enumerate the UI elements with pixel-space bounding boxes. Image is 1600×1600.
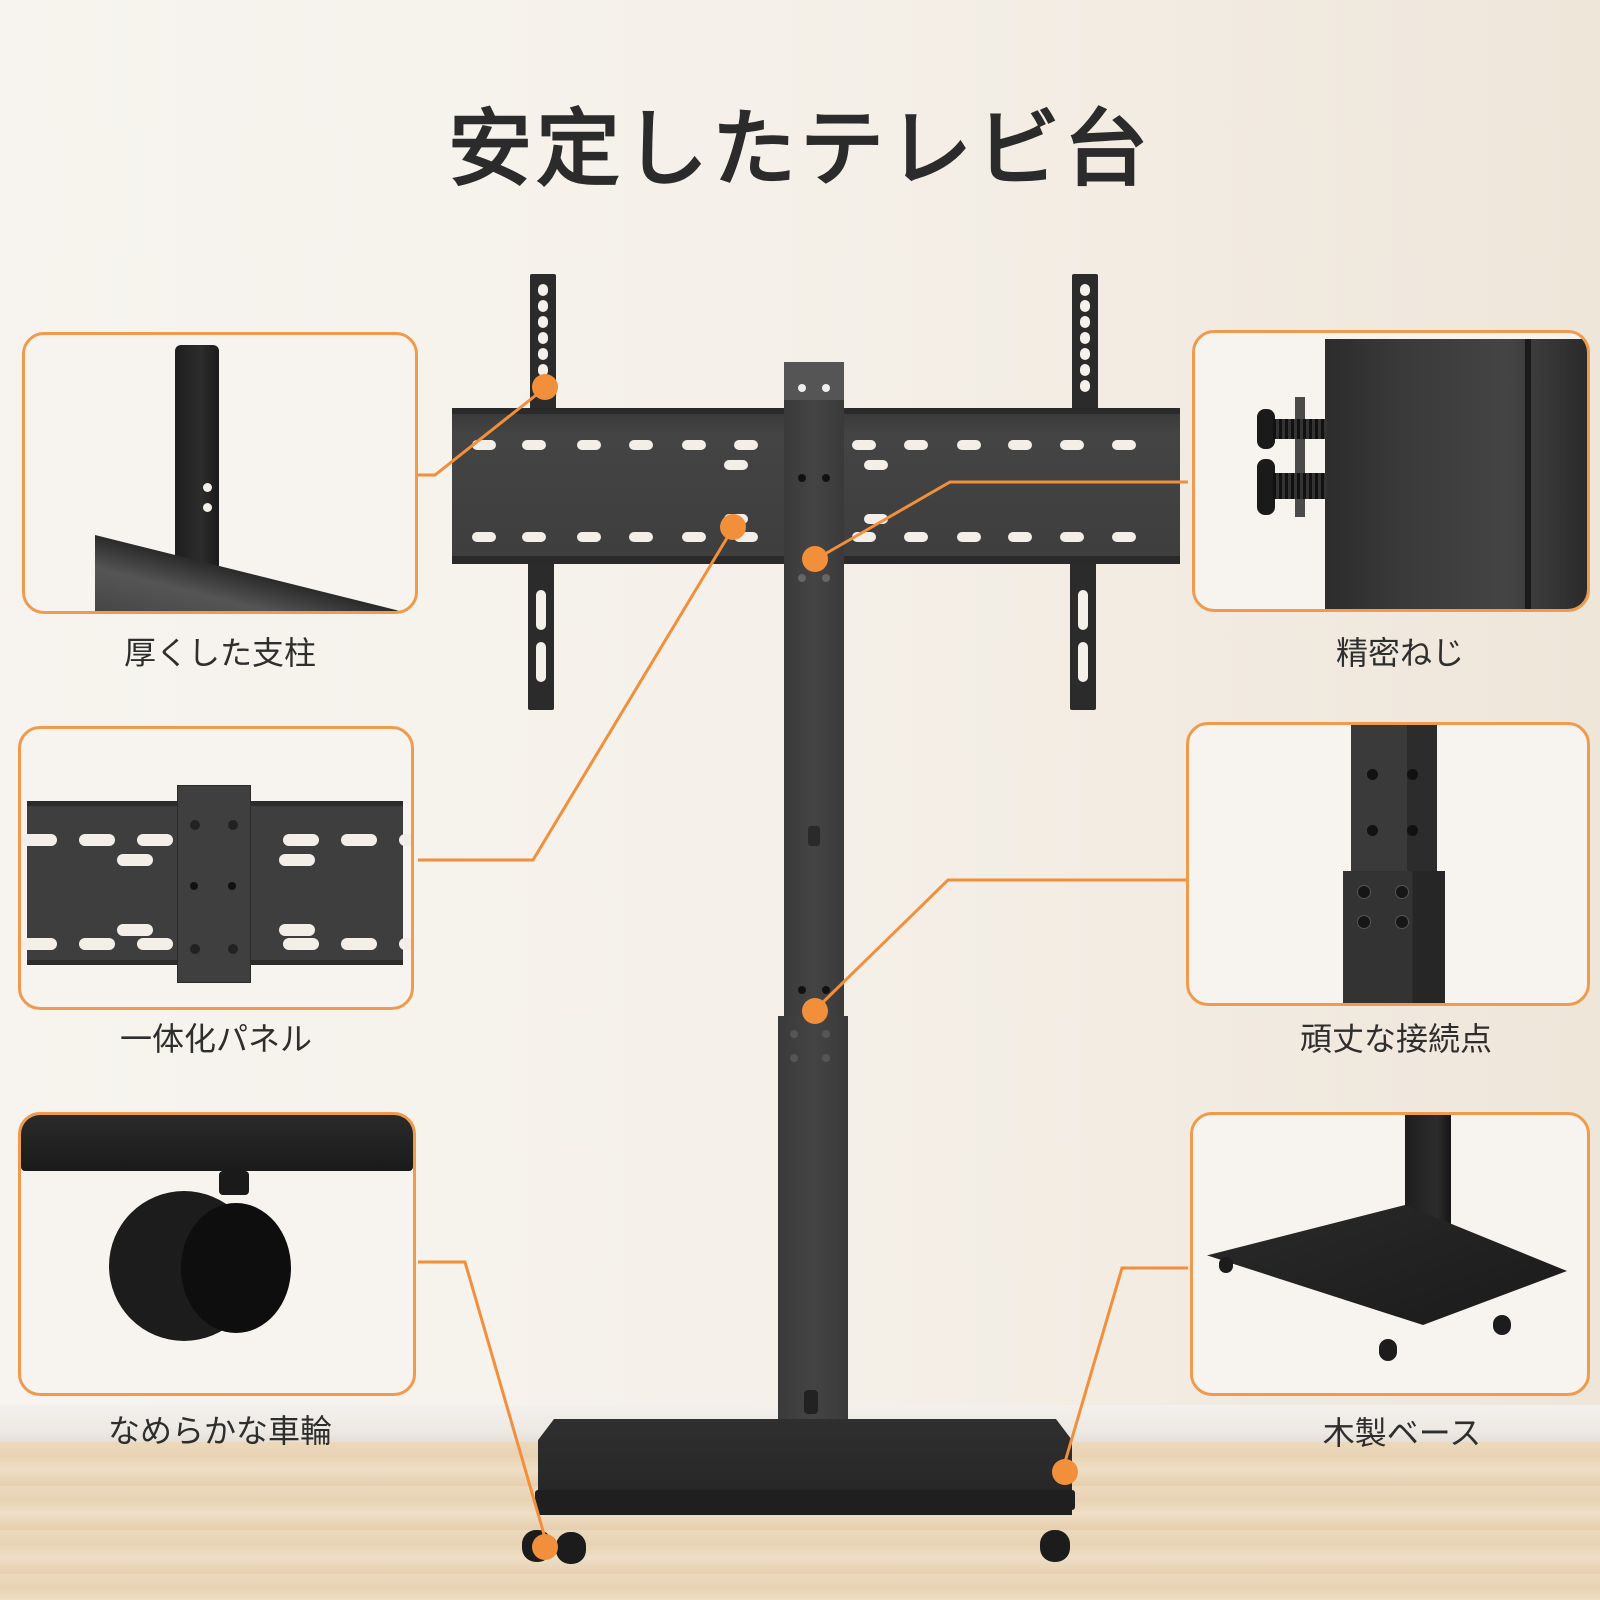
callout-card-thickened-post xyxy=(22,332,418,614)
column-lower xyxy=(778,1016,848,1466)
page-title: 安定したテレビ台 xyxy=(447,100,1152,198)
callout-label-wooden-base: 木製ベース xyxy=(1322,1414,1482,1452)
callout-marker-smooth-casters[interactable] xyxy=(532,1534,558,1560)
cable-clip xyxy=(804,1390,818,1414)
callout-card-wooden-base xyxy=(1190,1112,1590,1396)
column-upper xyxy=(784,362,844,1018)
callout-label-smooth-casters: なめらかな車輪 xyxy=(107,1412,332,1450)
callout-label-thickened-post: 厚くした支柱 xyxy=(123,634,316,672)
callout-label-precision-screws: 精密ねじ xyxy=(1335,634,1464,672)
bracket-right-lower xyxy=(1070,560,1096,710)
callout-marker-thickened-post[interactable] xyxy=(532,374,558,400)
cable-clip xyxy=(808,826,820,846)
callout-card-sturdy-joint xyxy=(1186,722,1590,1006)
callout-card-precision-screws xyxy=(1192,330,1590,612)
wooden-base-edge xyxy=(535,1490,1075,1510)
bracket-right-upper xyxy=(1072,274,1098,424)
callout-marker-precision-screws[interactable] xyxy=(802,546,828,572)
bracket-left-lower xyxy=(528,560,554,710)
bracket-left-upper xyxy=(530,274,556,424)
caster-wheel xyxy=(1040,1530,1070,1562)
callout-card-smooth-casters xyxy=(18,1112,416,1396)
callout-marker-wooden-base[interactable] xyxy=(1052,1459,1078,1485)
callout-label-sturdy-joint: 頑丈な接続点 xyxy=(1299,1020,1492,1058)
callout-label-integrated-panel: 一体化パネル xyxy=(119,1020,312,1058)
callout-marker-sturdy-joint[interactable] xyxy=(802,998,828,1024)
callout-card-integrated-panel xyxy=(18,726,414,1010)
caster-wheel xyxy=(556,1532,586,1564)
callout-marker-integrated-panel[interactable] xyxy=(720,514,746,540)
